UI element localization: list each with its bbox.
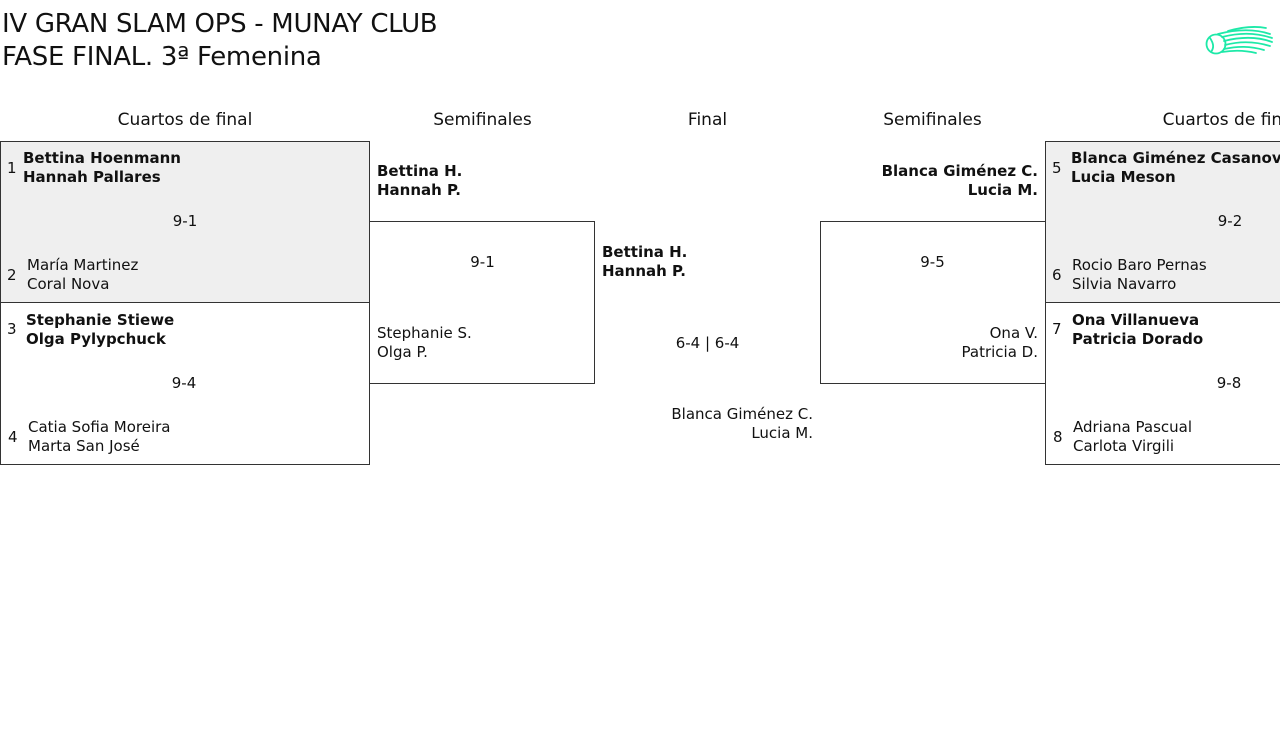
player-name: Lucia Meson (1071, 168, 1176, 186)
round-header-final: Final (687, 110, 728, 130)
player-name: Coral Nova (27, 275, 110, 293)
team-loser[interactable]: María Martinez Coral Nova (27, 256, 138, 294)
seed-number: 4 (8, 428, 18, 446)
team-winner[interactable]: Bettina Hoenmann Hannah Pallares (23, 149, 181, 187)
match-score: 9-4 (171, 374, 197, 392)
round-header-qf-left: Cuartos de final (117, 110, 253, 130)
team-winner[interactable]: Ona Villanueva Patricia Dorado (1072, 311, 1203, 349)
seed-number: 5 (1052, 159, 1062, 177)
match-score: 9-1 (172, 212, 198, 230)
seed-number: 1 (7, 159, 17, 177)
player-name: Ona V. (989, 324, 1038, 342)
player-name: Patricia D. (961, 343, 1038, 361)
team-loser[interactable]: Catia Sofia Moreira Marta San José (28, 418, 171, 456)
team-loser[interactable]: Blanca Giménez C. Lucia M. (671, 405, 813, 443)
player-name: Blanca Giménez C. (881, 162, 1038, 180)
player-name: Bettina Hoenmann (23, 149, 181, 167)
seed-number: 6 (1052, 266, 1062, 284)
final-score: 6-4 | 6-4 (675, 334, 740, 352)
team-winner[interactable]: Bettina H. Hannah P. (377, 162, 462, 200)
match-score: 9-1 (470, 253, 495, 271)
player-name: Bettina H. (602, 243, 688, 261)
page-subtitle: FASE FINAL. 3ª Femenina (2, 42, 322, 72)
seed-number: 3 (7, 320, 17, 338)
match-score: 9-5 (920, 253, 945, 271)
seed-number: 7 (1052, 320, 1062, 338)
player-name: Catia Sofia Moreira (28, 418, 171, 436)
player-name: Lucia M. (967, 181, 1038, 199)
seed-number: 8 (1053, 428, 1063, 446)
player-name: Olga Pylypchuck (26, 330, 166, 348)
match-sf1[interactable] (369, 221, 595, 384)
player-name: Stephanie S. (377, 324, 472, 342)
match-qf4[interactable] (1045, 302, 1280, 465)
player-name: Marta San José (28, 437, 140, 455)
match-qf3[interactable] (1045, 141, 1280, 303)
team-winner[interactable]: Blanca Giménez C. Lucia M. (882, 162, 1038, 200)
player-name: Carlota Virgili (1073, 437, 1175, 455)
player-name: Patricia Dorado (1072, 330, 1204, 348)
player-name: Silvia Navarro (1072, 275, 1177, 293)
player-name: María Martinez (27, 256, 139, 274)
player-name: Lucia M. (751, 424, 813, 442)
team-loser[interactable]: Adriana Pascual Carlota Virgili (1073, 418, 1192, 456)
tennis-ball-swoosh-icon (1205, 26, 1273, 55)
player-name: Blanca Giménez Casanovas (1071, 149, 1280, 167)
player-name: Rocio Baro Pernas (1072, 256, 1207, 274)
match-score: 9-8 (1216, 374, 1242, 392)
player-name: Hannah P. (377, 181, 461, 199)
match-score: 9-2 (1217, 212, 1243, 230)
team-loser[interactable]: Stephanie S. Olga P. (377, 324, 472, 362)
team-winner[interactable]: Blanca Giménez Casanovas Lucia Meson (1071, 149, 1280, 187)
team-loser[interactable]: Ona V. Patricia D. (962, 324, 1038, 362)
round-header-sf-right: Semifinales (883, 110, 982, 130)
player-name: Bettina H. (377, 162, 463, 180)
page-title: IV GRAN SLAM OPS - MUNAY CLUB (2, 9, 438, 39)
player-name: Hannah Pallares (23, 168, 161, 186)
team-winner[interactable]: Bettina H. Hannah P. (602, 243, 687, 281)
round-header-sf-left: Semifinales (433, 110, 532, 130)
player-name: Blanca Giménez C. (671, 405, 813, 423)
seed-number: 2 (7, 266, 17, 284)
player-name: Ona Villanueva (1072, 311, 1200, 329)
player-name: Adriana Pascual (1073, 418, 1193, 436)
player-name: Hannah P. (602, 262, 686, 280)
team-loser[interactable]: Rocio Baro Pernas Silvia Navarro (1072, 256, 1207, 294)
player-name: Olga P. (377, 343, 428, 361)
team-winner[interactable]: Stephanie Stiewe Olga Pylypchuck (26, 311, 174, 349)
player-name: Stephanie Stiewe (26, 311, 175, 329)
round-header-qf-right: Cuartos de final (1162, 110, 1280, 130)
